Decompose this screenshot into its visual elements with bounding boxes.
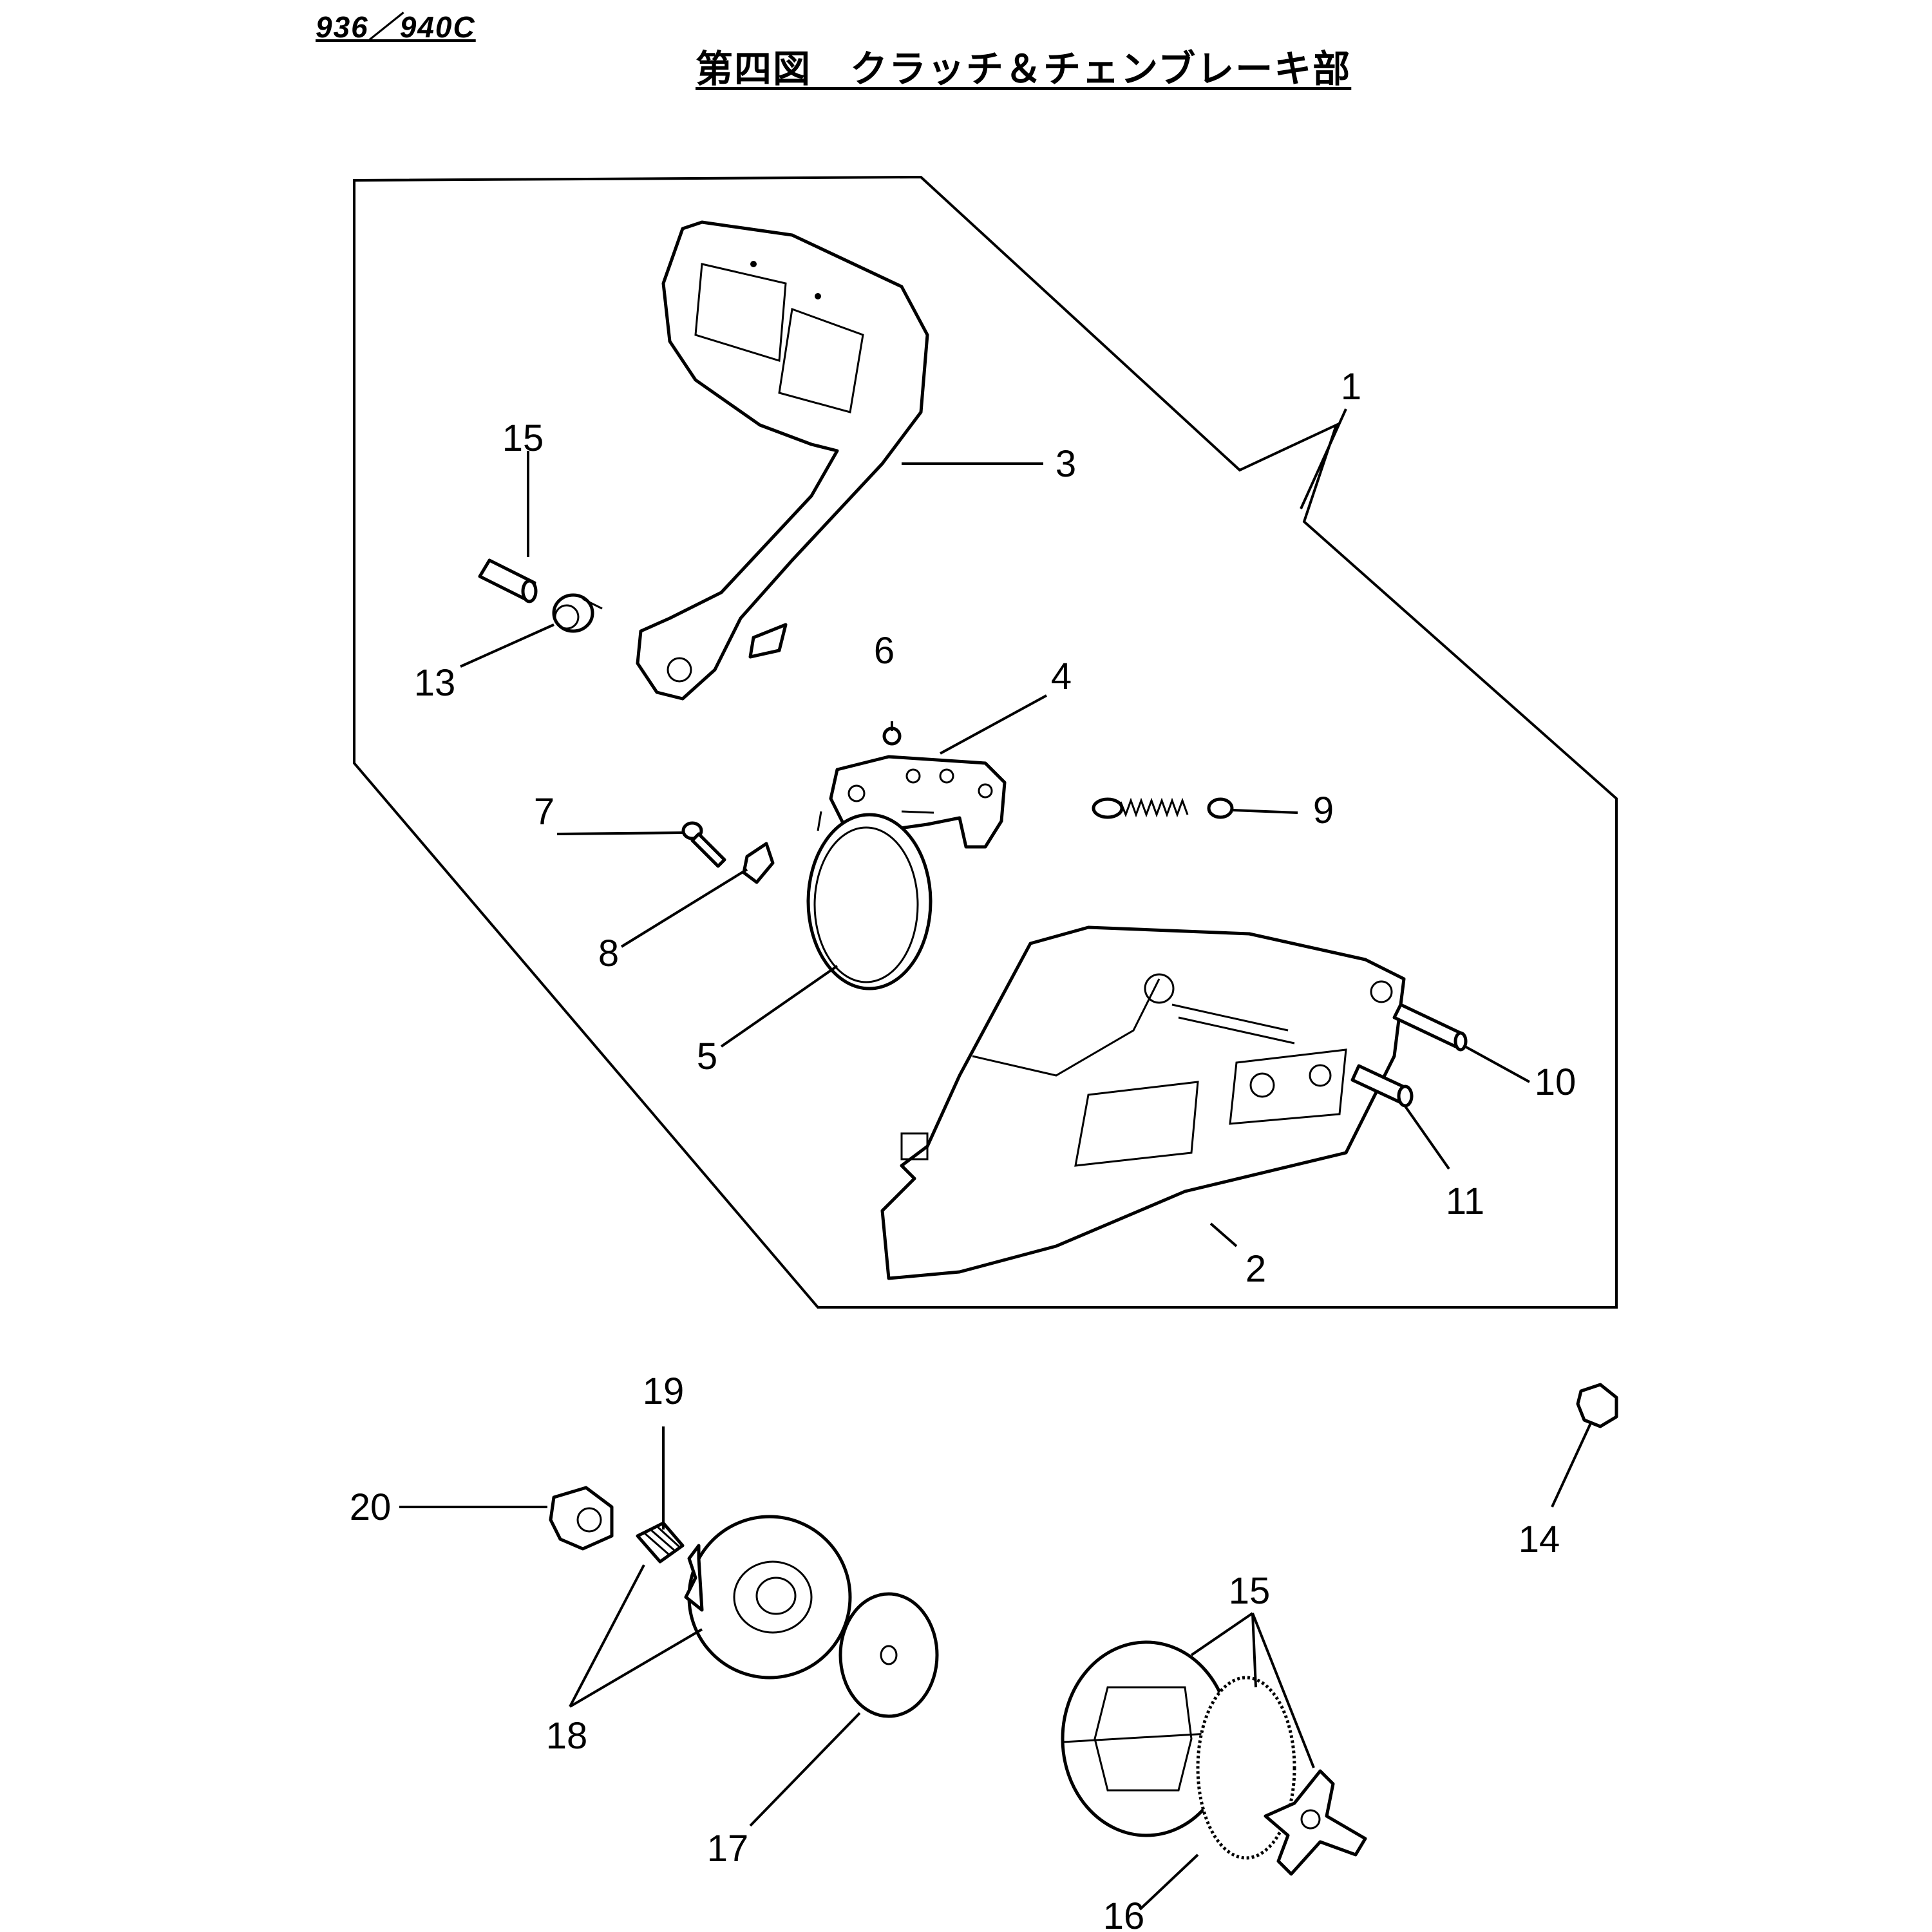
hand-guard-part: [636, 220, 929, 701]
callout-13: 13: [414, 662, 456, 704]
washer-part: [838, 1592, 939, 1718]
callout-14: 14: [1519, 1519, 1560, 1560]
pin-part: [478, 558, 538, 603]
callout-5: 5: [697, 1036, 717, 1077]
callout-8: 8: [598, 933, 619, 974]
model-code: 936／940C: [316, 10, 476, 44]
callout-1: 1: [1341, 366, 1361, 408]
callout-9: 9: [1313, 790, 1334, 831]
assembly-boundary: [353, 175, 1618, 1309]
callout-19: 19: [643, 1370, 685, 1412]
callout-2: 2: [1245, 1248, 1266, 1290]
stop-plate-part: [742, 842, 775, 884]
torsion-spring-part: [552, 593, 603, 633]
screw-part: [681, 821, 726, 868]
clutch-spring-part: [1196, 1676, 1296, 1860]
clutch-hub-part: [1264, 1769, 1367, 1876]
nut-part: [1576, 1383, 1618, 1428]
callout-20: 20: [350, 1486, 392, 1528]
callout-4: 4: [1051, 656, 1072, 697]
callout-7: 7: [534, 791, 554, 833]
callout-10: 10: [1535, 1061, 1577, 1103]
callout-6: 6: [874, 630, 895, 672]
callout-11: 11: [1446, 1180, 1484, 1222]
sprocket-cover-part: [880, 925, 1406, 1280]
needle-bearing-part: [636, 1521, 685, 1564]
cover-pin-part: [1392, 1003, 1468, 1052]
callout-16: 16: [1103, 1895, 1145, 1932]
clutch-drum-part: [684, 1515, 852, 1680]
leader-lines: [399, 408, 1592, 1911]
callout-17: 17: [707, 1828, 749, 1870]
clutch-bolt-part: [549, 1486, 614, 1551]
callout-15-upper: 15: [502, 417, 544, 459]
page-title: 第四図 クラッチ＆チェンブレーキ部: [696, 47, 1352, 91]
brake-band-part: [806, 811, 933, 990]
callout-3: 3: [1056, 443, 1076, 485]
callout-18: 18: [546, 1715, 588, 1757]
tension-spring-part: [1092, 797, 1234, 819]
callout-15-lower: 15: [1229, 1570, 1271, 1612]
